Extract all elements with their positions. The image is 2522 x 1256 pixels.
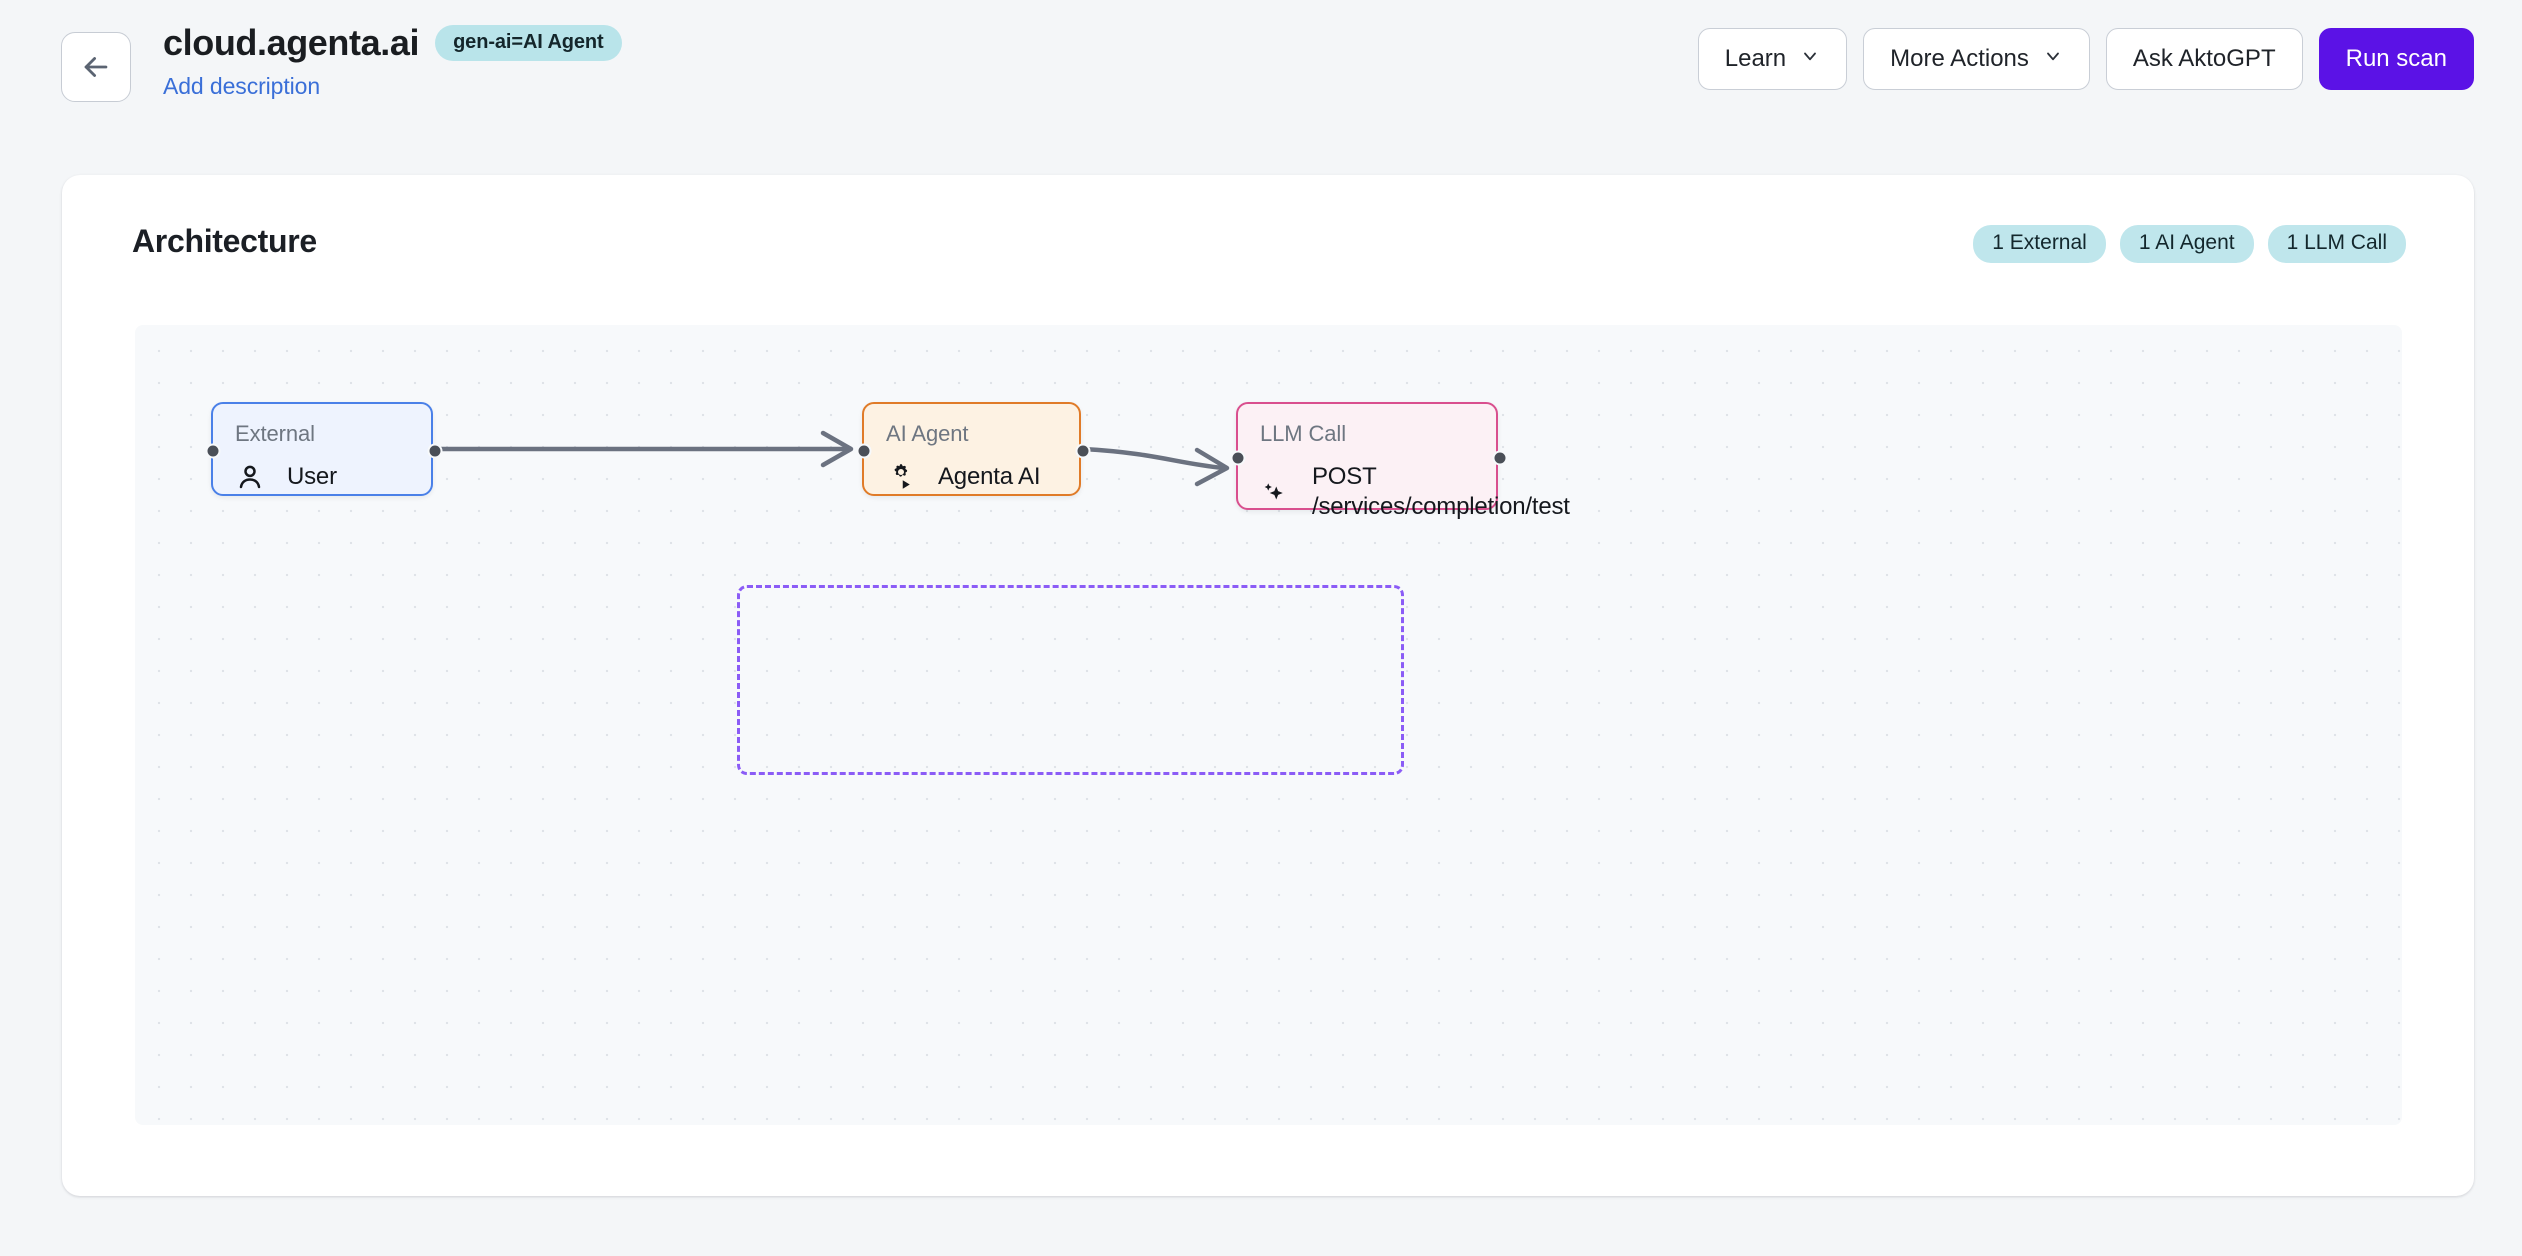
learn-button-label: Learn bbox=[1724, 45, 1787, 72]
node-external[interactable]: External User bbox=[205, 402, 443, 496]
node-llm-call-label: POST /services/completion/test bbox=[1312, 462, 1570, 522]
ask-aktogpt-button[interactable]: Ask AktoGPT bbox=[2105, 28, 2303, 90]
architecture-badges: 1 External 1 AI Agent 1 LLM Call bbox=[1973, 225, 2406, 263]
flow-edges bbox=[432, 430, 1230, 487]
gen-ai-tag: gen-ai=AI Agent bbox=[435, 24, 622, 61]
badge-external: 1 External bbox=[1973, 225, 2106, 263]
handle-external-right[interactable] bbox=[427, 443, 443, 459]
arrow-left-icon bbox=[79, 50, 113, 84]
more-actions-button-label: More Actions bbox=[1890, 45, 2029, 72]
header-actions: Learn More Actions Ask AktoGPT Run scan bbox=[1697, 28, 2474, 90]
edge-external-to-agent bbox=[432, 430, 854, 468]
title-block: cloud.agenta.ai gen-ai=AI Agent Add desc… bbox=[163, 22, 622, 100]
node-llm-call-kind: LLM Call bbox=[1260, 421, 1347, 446]
node-external-label: User bbox=[287, 463, 337, 491]
sparkle-icon bbox=[1260, 477, 1290, 507]
node-ai-agent-kind: AI Agent bbox=[886, 421, 969, 446]
node-llm-call-method: POST bbox=[1312, 463, 1377, 491]
title-row: cloud.agenta.ai gen-ai=AI Agent bbox=[163, 22, 622, 63]
back-button[interactable] bbox=[61, 32, 131, 102]
ai-agent-group-box bbox=[737, 585, 1404, 775]
page-title: cloud.agenta.ai bbox=[163, 22, 420, 63]
run-scan-button[interactable]: Run scan bbox=[2318, 28, 2474, 90]
node-llm-call[interactable]: LLM Call POST /services/completion/test bbox=[1230, 402, 1570, 520]
run-scan-button-label: Run scan bbox=[2345, 45, 2447, 72]
architecture-title: Architecture bbox=[132, 223, 317, 259]
architecture-flow-canvas[interactable]: External User AI Agent Agenta AI bbox=[135, 325, 2402, 1125]
handle-llm-call-right[interactable] bbox=[1492, 450, 1508, 466]
node-llm-call-path: /services/completion/test bbox=[1312, 493, 1570, 521]
add-description-link[interactable]: Add description bbox=[163, 73, 321, 100]
chevron-down-icon bbox=[2043, 45, 2063, 73]
handle-ai-agent-left[interactable] bbox=[856, 443, 872, 459]
architecture-card-header: Architecture 1 External 1 AI Agent 1 LLM… bbox=[62, 175, 2474, 325]
badge-llm-call: 1 LLM Call bbox=[2267, 225, 2406, 263]
gear-play-icon bbox=[886, 462, 916, 492]
top-bar: cloud.agenta.ai gen-ai=AI Agent Add desc… bbox=[0, 0, 2522, 152]
edge-agent-to-llm bbox=[1080, 446, 1230, 487]
handle-ai-agent-right[interactable] bbox=[1075, 443, 1091, 459]
node-llm-call-body: POST /services/completion/test bbox=[1260, 462, 1570, 522]
chevron-down-icon bbox=[1800, 45, 1820, 73]
node-external-body: User bbox=[235, 462, 409, 492]
node-external-kind: External bbox=[235, 421, 315, 446]
user-icon bbox=[235, 462, 265, 492]
badge-ai-agent: 1 AI Agent bbox=[2119, 225, 2254, 263]
learn-button[interactable]: Learn bbox=[1697, 28, 1848, 90]
handle-llm-call-left[interactable] bbox=[1230, 450, 1246, 466]
node-ai-agent-label: Agenta AI bbox=[938, 463, 1041, 491]
node-ai-agent-body: Agenta AI bbox=[886, 462, 1057, 492]
ask-aktogpt-button-label: Ask AktoGPT bbox=[2132, 45, 2276, 72]
handle-external-left[interactable] bbox=[205, 443, 221, 459]
node-ai-agent[interactable]: AI Agent Agenta AI bbox=[856, 402, 1091, 496]
more-actions-button[interactable]: More Actions bbox=[1863, 28, 2090, 90]
